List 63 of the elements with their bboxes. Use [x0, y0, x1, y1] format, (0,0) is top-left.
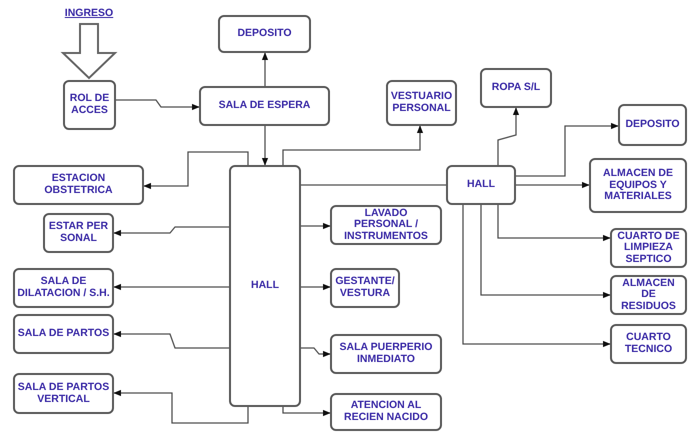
room-name: SALA DE PARTOS VERTICAL — [17, 382, 110, 406]
room-box — [330, 205, 442, 245]
room-box — [43, 213, 114, 253]
room-name: SALA DE DILATACION / S.H. — [17, 276, 110, 300]
room-name: ROPA S/L — [492, 82, 540, 94]
connector-arrow — [301, 284, 331, 290]
connector-arrow — [262, 52, 268, 86]
room-name: DEPOSITO — [625, 119, 680, 131]
room-box — [480, 68, 552, 108]
room-box — [218, 15, 311, 53]
room-box — [618, 104, 687, 146]
room-name: LAVADO PERSONAL / INSTRUMENTOS — [343, 208, 429, 242]
room-name: VESTUARIO PERSONAL — [390, 91, 453, 115]
room-name: ALMACEN DE EQUIPOS Y MATERIALES — [602, 168, 674, 203]
connector-arrow — [282, 125, 424, 165]
room-box — [446, 165, 516, 205]
connector-arrow — [262, 126, 268, 166]
room-box — [589, 158, 687, 213]
room-box — [610, 324, 687, 364]
room-name: ESTAR PERSONAL — [48, 221, 110, 245]
room-name: ALMACEN DE RESIDUOS — [620, 278, 677, 312]
connector-arrow — [516, 122, 619, 177]
room-box — [610, 275, 687, 315]
connector-arrow — [301, 222, 331, 230]
room-box — [199, 86, 330, 126]
room-box — [386, 80, 457, 126]
room-box — [13, 268, 114, 308]
room-name: DEPOSITO — [237, 28, 292, 40]
room-box — [610, 228, 687, 268]
room-name: SALA DE PARTOS — [18, 328, 110, 340]
connector-arrow — [282, 407, 331, 416]
room-box — [63, 80, 116, 130]
room-box — [330, 393, 442, 431]
room-name: HALL — [467, 179, 495, 191]
connector-arrow — [497, 107, 520, 165]
entrance-label: INGRESO — [64, 8, 114, 20]
connector-arrow — [113, 226, 229, 236]
connector-arrow — [113, 330, 229, 349]
room-name: ESTACION OBSTETRICA — [43, 173, 114, 197]
connector-arrow — [113, 390, 249, 424]
room-box — [330, 268, 400, 308]
room-name: SALA PUERPERIO INMEDIATO — [338, 342, 434, 366]
connector-arrow — [113, 284, 229, 290]
room-name: HALL — [251, 280, 279, 292]
room-name: GESTANTE/ VESTURA — [334, 276, 396, 300]
room-name: SALA DE ESPERA — [218, 100, 310, 112]
room-name: ATENCION AL RECIEN NACIDO — [342, 400, 429, 424]
room-name: CUARTO TECNICO — [624, 332, 674, 356]
connector-arrow — [480, 205, 611, 298]
room-box — [229, 165, 301, 407]
block-arrow — [60, 23, 118, 80]
room-box — [13, 165, 144, 205]
room-name: CUARTO DE LIMPIEZA SEPTICO — [616, 230, 681, 266]
connector-arrow — [462, 205, 611, 348]
room-box — [13, 373, 114, 414]
room-name: ROL DE ACCES — [68, 93, 110, 117]
connector-arrow — [116, 99, 200, 110]
connector-arrow — [497, 205, 611, 242]
room-box — [13, 314, 114, 354]
room-box — [330, 334, 442, 374]
connector-arrow — [516, 182, 590, 188]
connector-arrow — [301, 347, 331, 358]
connector-arrow — [143, 151, 249, 190]
